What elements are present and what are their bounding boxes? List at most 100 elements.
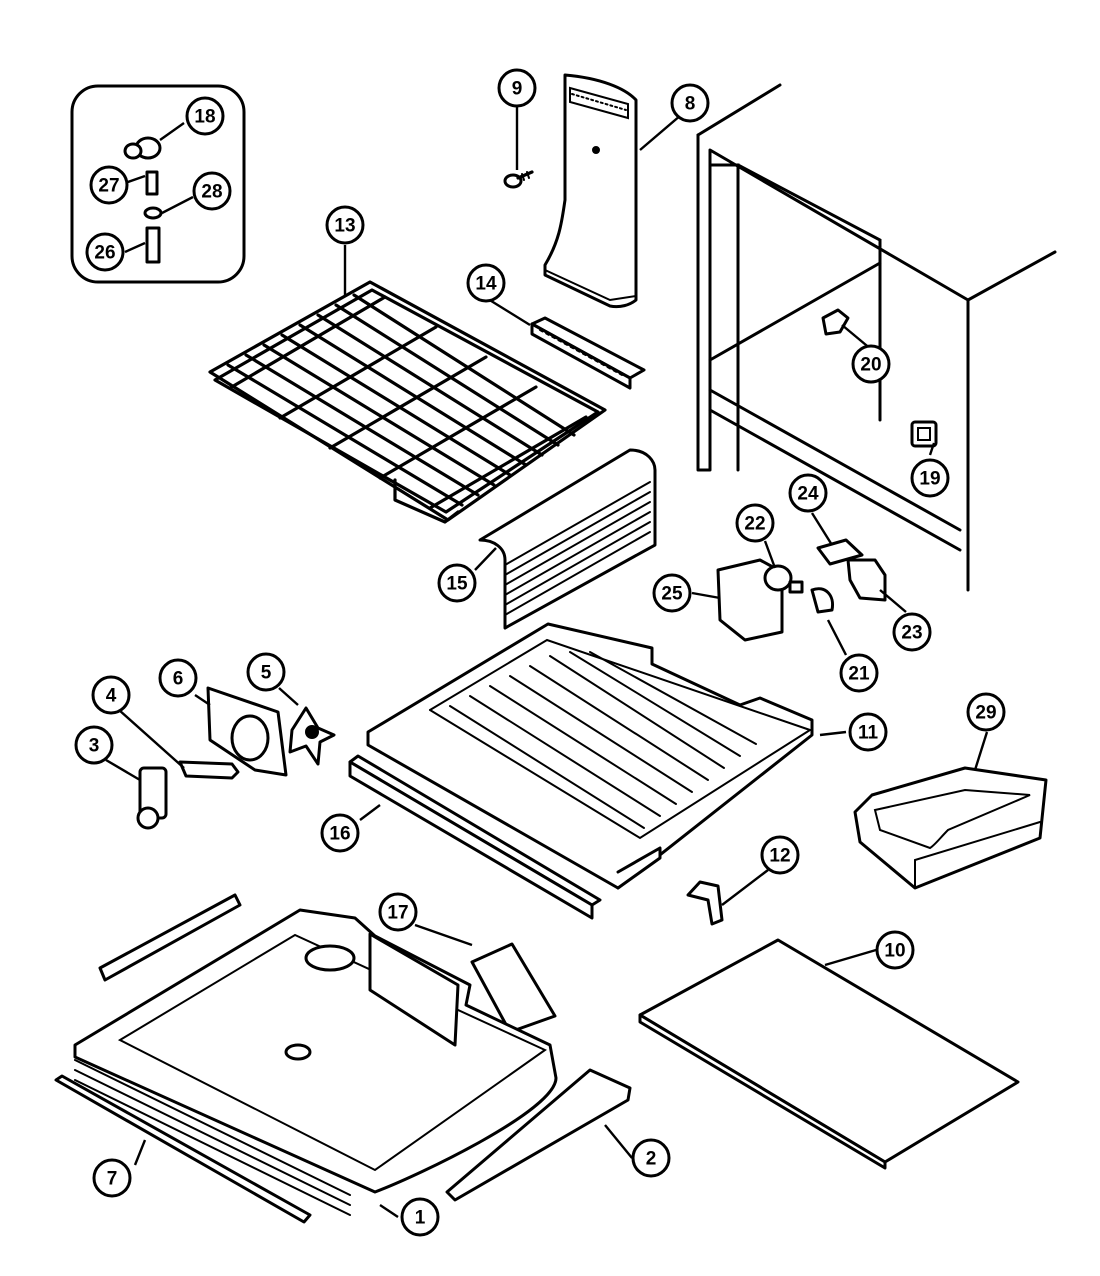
callout-22: 22 — [735, 503, 775, 543]
callout-circle — [760, 835, 800, 875]
callout-21: 21 — [839, 653, 879, 693]
callout-circle — [85, 232, 125, 272]
callout-circle — [185, 96, 225, 136]
callout-24: 24 — [788, 473, 828, 513]
callout-number: 10 — [884, 941, 905, 962]
callout-circle — [497, 68, 537, 108]
callout-number: 8 — [685, 94, 696, 115]
callout-circle — [74, 725, 114, 765]
callout-circle — [966, 692, 1006, 732]
callout-number: 15 — [446, 574, 468, 595]
callout-number: 22 — [744, 514, 765, 535]
callout-labels: 1234567891011121314151617181920212223242… — [74, 68, 1006, 1237]
refrigerator-cabinet — [696, 83, 1057, 592]
callout-number: 7 — [107, 1169, 118, 1190]
callout-number: 9 — [512, 79, 523, 100]
callout-2: 2 — [631, 1138, 671, 1178]
callout-circle — [246, 652, 286, 692]
callout-circle — [910, 458, 950, 498]
callout-8: 8 — [670, 83, 710, 123]
glass-shelf-panel — [638, 938, 1020, 1170]
callout-15: 15 — [437, 563, 477, 603]
callout-number: 20 — [860, 355, 881, 376]
callout-number: 6 — [173, 669, 184, 690]
inset-detail-box — [70, 84, 246, 284]
callout-29: 29 — [966, 692, 1006, 732]
callout-16: 16 — [320, 813, 360, 853]
callout-circle — [192, 171, 232, 211]
callout-circle — [892, 612, 932, 652]
callout-circle — [875, 930, 915, 970]
callout-number: 3 — [89, 736, 100, 757]
callout-circle — [320, 813, 360, 853]
callout-circle — [466, 263, 506, 303]
callout-27: 27 — [89, 165, 129, 205]
bracket — [686, 880, 724, 926]
callout-circle — [848, 712, 888, 752]
callout-20: 20 — [851, 344, 891, 384]
side-rails — [54, 893, 632, 1224]
callout-circle — [92, 1158, 132, 1198]
callout-number: 12 — [769, 846, 790, 867]
callout-28: 28 — [192, 171, 232, 211]
callout-number: 16 — [329, 824, 350, 845]
callout-26: 26 — [85, 232, 125, 272]
callout-number: 18 — [194, 107, 215, 128]
callout-7: 7 — [92, 1158, 132, 1198]
callout-number: 4 — [106, 686, 117, 707]
callout-18: 18 — [185, 96, 225, 136]
callout-6: 6 — [158, 658, 198, 698]
cover-plate — [470, 942, 557, 1034]
callout-5: 5 — [246, 652, 286, 692]
control-and-fan-parts — [136, 686, 336, 830]
callout-number: 28 — [201, 182, 222, 203]
callout-circle — [788, 473, 828, 513]
crisper-pan — [366, 622, 814, 890]
callout-circle — [91, 675, 131, 715]
callout-number: 26 — [94, 243, 115, 264]
callout-circle — [158, 658, 198, 698]
callout-number: 1 — [415, 1208, 426, 1229]
callout-circle — [437, 563, 477, 603]
callout-circle — [378, 892, 418, 932]
callout-circle — [839, 653, 879, 693]
callout-number: 19 — [919, 469, 940, 490]
leader-lines — [105, 107, 989, 1218]
callout-number: 13 — [334, 216, 355, 237]
callout-number: 5 — [261, 663, 272, 684]
front-trim-strip — [348, 754, 602, 920]
callout-19: 19 — [910, 458, 950, 498]
callout-12: 12 — [760, 835, 800, 875]
callout-9: 9 — [497, 68, 537, 108]
callout-circle — [735, 503, 775, 543]
dairy-bin — [853, 766, 1048, 890]
callout-17: 17 — [378, 892, 418, 932]
base-pan — [73, 908, 558, 1216]
callout-number: 29 — [975, 703, 996, 724]
callout-3: 3 — [74, 725, 114, 765]
shelf-support-rail — [530, 316, 646, 390]
callout-number: 2 — [646, 1149, 657, 1170]
callout-23: 23 — [892, 612, 932, 652]
callout-number: 25 — [661, 584, 683, 605]
callout-number: 24 — [797, 484, 819, 505]
screw — [503, 170, 534, 189]
callout-circle — [652, 573, 692, 613]
callout-number: 14 — [475, 274, 497, 295]
callout-10: 10 — [875, 930, 915, 970]
crisper-cover — [478, 448, 657, 630]
callout-13: 13 — [325, 205, 365, 245]
callout-11: 11 — [848, 712, 888, 752]
wire-shelf — [208, 280, 607, 524]
callout-number: 17 — [387, 903, 408, 924]
callout-number: 27 — [98, 176, 119, 197]
callout-circle — [851, 344, 891, 384]
air-duct-cover — [543, 73, 638, 309]
callout-circle — [89, 165, 129, 205]
callout-circle — [631, 1138, 671, 1178]
callout-number: 23 — [901, 623, 922, 644]
callout-number: 11 — [858, 723, 879, 744]
callout-25: 25 — [652, 573, 692, 613]
callout-circle — [670, 83, 710, 123]
